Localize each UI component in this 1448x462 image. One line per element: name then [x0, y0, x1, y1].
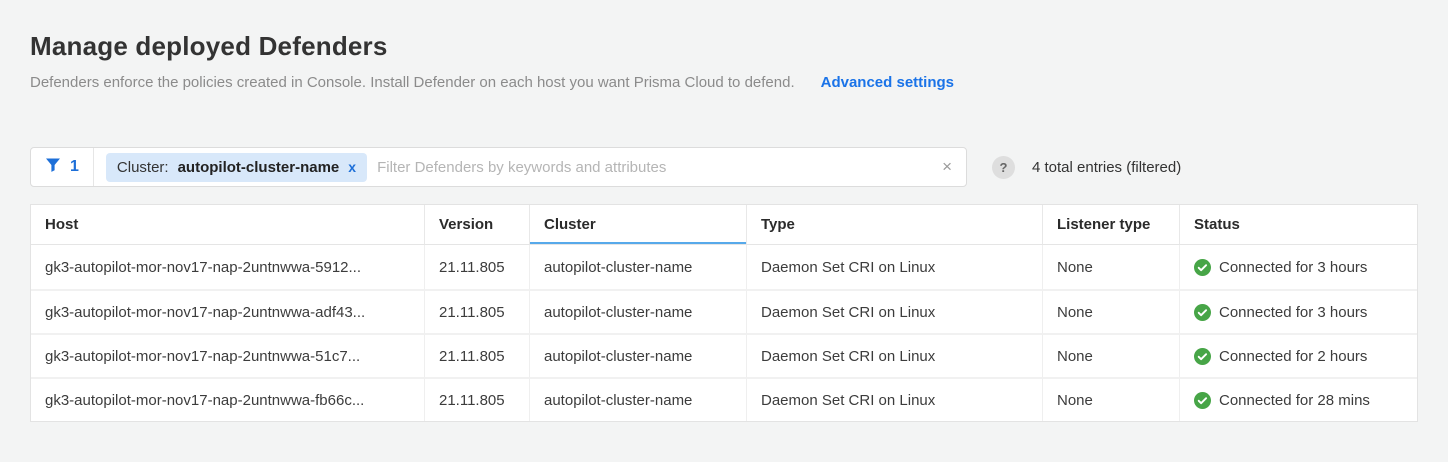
cell-host: gk3-autopilot-mor-nov17-nap-2untnwwa-adf… [31, 289, 425, 333]
status-text: Connected for 3 hours [1219, 259, 1367, 276]
filter-bar: 1 Cluster: autopilot-cluster-name x × [30, 147, 967, 187]
connected-check-icon [1194, 304, 1211, 321]
cell-version: 21.11.805 [425, 333, 530, 377]
sort-indicator [530, 242, 746, 245]
table-row[interactable]: gk3-autopilot-mor-nov17-nap-2untnwwa-adf… [31, 289, 1417, 333]
advanced-settings-link[interactable]: Advanced settings [821, 74, 954, 91]
filter-chip-value: autopilot-cluster-name [178, 159, 340, 176]
cell-cluster: autopilot-cluster-name [530, 289, 747, 333]
cell-cluster: autopilot-cluster-name [530, 377, 747, 421]
cell-listener-type: None [1043, 377, 1180, 421]
column-header-label: Host [45, 216, 78, 233]
chip-remove-icon[interactable]: x [348, 160, 356, 174]
defenders-table: Host Version Cluster Type Listener type … [30, 204, 1418, 422]
cell-host: gk3-autopilot-mor-nov17-nap-2untnwwa-591… [31, 245, 425, 289]
connected-check-icon [1194, 259, 1211, 276]
column-header-listener-type[interactable]: Listener type [1043, 205, 1180, 245]
filter-chip-label: Cluster: [117, 159, 169, 176]
cell-listener-type: None [1043, 245, 1180, 289]
column-header-version[interactable]: Version [425, 205, 530, 245]
page-subtitle-row: Defenders enforce the policies created i… [30, 74, 1418, 91]
results-summary: 4 total entries (filtered) [1032, 159, 1181, 176]
filter-row: 1 Cluster: autopilot-cluster-name x × ? … [30, 147, 1418, 187]
filter-chip-cluster[interactable]: Cluster: autopilot-cluster-name x [106, 153, 367, 182]
page-subtitle: Defenders enforce the policies created i… [30, 74, 795, 91]
cell-listener-type: None [1043, 333, 1180, 377]
connected-check-icon [1194, 392, 1211, 409]
column-header-type[interactable]: Type [747, 205, 1043, 245]
table-row[interactable]: gk3-autopilot-mor-nov17-nap-2untnwwa-fb6… [31, 377, 1417, 421]
help-icon[interactable]: ? [992, 156, 1015, 179]
cell-version: 21.11.805 [425, 377, 530, 421]
column-header-label: Type [761, 216, 795, 233]
cell-cluster: autopilot-cluster-name [530, 333, 747, 377]
cell-version: 21.11.805 [425, 289, 530, 333]
table-header-row: Host Version Cluster Type Listener type … [31, 205, 1417, 245]
cell-host: gk3-autopilot-mor-nov17-nap-2untnwwa-51c… [31, 333, 425, 377]
column-header-label: Version [439, 216, 493, 233]
cell-status: Connected for 3 hours [1180, 245, 1417, 289]
cell-listener-type: None [1043, 289, 1180, 333]
column-header-cluster[interactable]: Cluster [530, 205, 747, 245]
page-title: Manage deployed Defenders [30, 30, 1418, 62]
active-filter-count: 1 [70, 158, 79, 176]
filter-count-section[interactable]: 1 [31, 148, 94, 186]
page-content: Manage deployed Defenders Defenders enfo… [0, 0, 1448, 422]
cell-type: Daemon Set CRI on Linux [747, 245, 1043, 289]
cell-status: Connected for 28 mins [1180, 377, 1417, 421]
cell-host: gk3-autopilot-mor-nov17-nap-2untnwwa-fb6… [31, 377, 425, 421]
column-header-host[interactable]: Host [31, 205, 425, 245]
status-text: Connected for 2 hours [1219, 348, 1367, 365]
filter-funnel-icon [45, 157, 61, 178]
table-row[interactable]: gk3-autopilot-mor-nov17-nap-2untnwwa-591… [31, 245, 1417, 289]
cell-status: Connected for 2 hours [1180, 333, 1417, 377]
status-text: Connected for 3 hours [1219, 304, 1367, 321]
column-header-label: Cluster [544, 216, 596, 233]
cell-type: Daemon Set CRI on Linux [747, 289, 1043, 333]
cell-status: Connected for 3 hours [1180, 289, 1417, 333]
table-row[interactable]: gk3-autopilot-mor-nov17-nap-2untnwwa-51c… [31, 333, 1417, 377]
column-header-label: Status [1194, 216, 1240, 233]
connected-check-icon [1194, 348, 1211, 365]
column-header-label: Listener type [1057, 216, 1150, 233]
cell-version: 21.11.805 [425, 245, 530, 289]
status-text: Connected for 28 mins [1219, 392, 1370, 409]
filter-search-input[interactable] [367, 159, 928, 176]
column-header-status[interactable]: Status [1180, 205, 1417, 245]
cell-type: Daemon Set CRI on Linux [747, 377, 1043, 421]
cell-cluster: autopilot-cluster-name [530, 245, 747, 289]
clear-filter-icon[interactable]: × [928, 157, 966, 177]
cell-type: Daemon Set CRI on Linux [747, 333, 1043, 377]
